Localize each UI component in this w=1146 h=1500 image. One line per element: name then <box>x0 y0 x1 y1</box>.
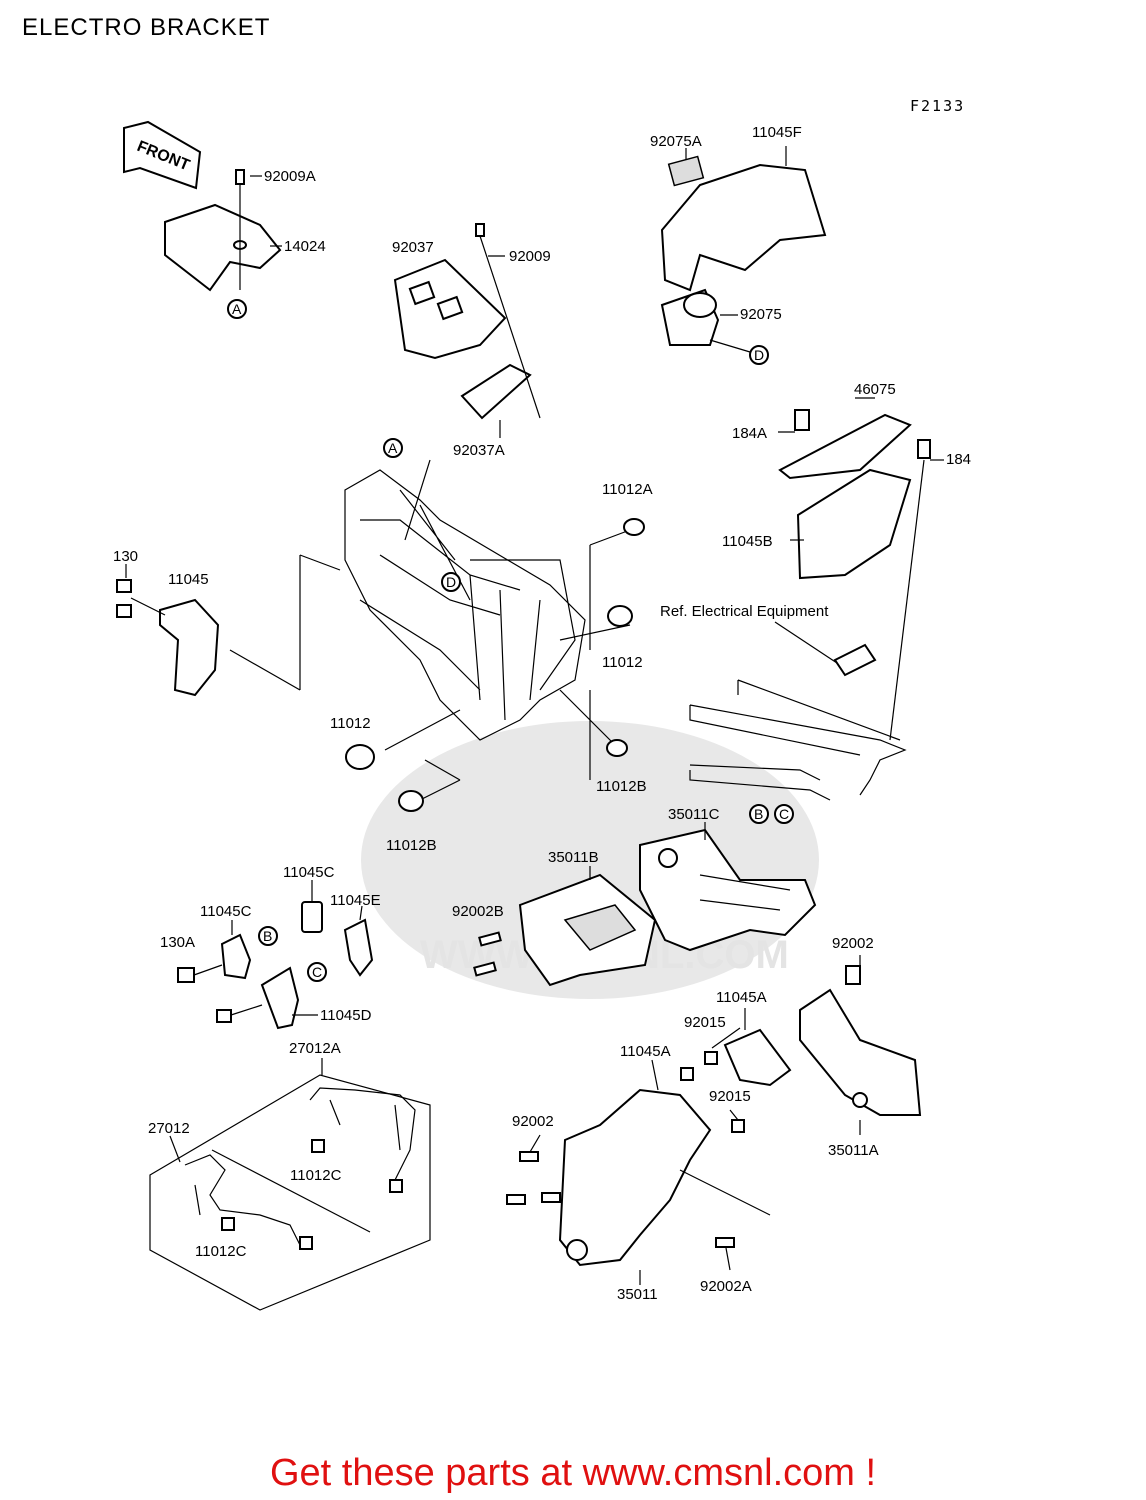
part-35011C <box>639 822 817 952</box>
ref-mark-d-2: D <box>446 574 456 590</box>
label-11012-right: 11012 <box>602 654 643 671</box>
label-35011A: 35011A <box>828 1142 879 1159</box>
label-27012: 27012 <box>148 1120 190 1137</box>
label-11012C-bottom: 11012C <box>195 1243 247 1260</box>
label-11045A-top: 11045A <box>716 989 767 1006</box>
label-35011B: 35011B <box>548 849 599 866</box>
label-11045: 11045 <box>168 571 209 588</box>
label-92075A: 92075A <box>650 133 702 150</box>
part-46075 <box>778 397 944 741</box>
figure-number: F2133 <box>910 97 965 115</box>
page-title: ELECTRO BRACKET <box>22 14 271 41</box>
label-92002A: 92002A <box>700 1278 752 1295</box>
label-35011: 35011 <box>617 1286 658 1303</box>
label-92009A: 92009A <box>264 168 316 185</box>
ref-mark-a-1: A <box>232 301 242 317</box>
footer-link-text[interactable]: Get these parts at www.cmsnl.com ! <box>269 1452 877 1494</box>
front-arrow: FRONT <box>123 120 202 190</box>
parts-diagram: WWW.CMSNL.COM F2133 FRONT 92009A 14024 9… <box>113 97 971 1311</box>
reference-marks: A A D D B C B C <box>227 299 794 982</box>
part-11045 <box>116 564 220 697</box>
subframe <box>689 621 907 801</box>
label-11045C-left: 11045C <box>200 903 252 920</box>
label-92002-mid: 92002 <box>512 1113 554 1130</box>
reference-note: Ref. Electrical Equipment <box>660 603 829 620</box>
label-92002B: 92002B <box>452 903 504 920</box>
label-92037A: 92037A <box>453 442 505 459</box>
label-130A: 130A <box>160 934 195 951</box>
part-11045F <box>660 146 827 353</box>
label-184A: 184A <box>732 425 767 442</box>
label-92002-right: 92002 <box>832 935 874 952</box>
label-11012-left: 11012 <box>330 715 371 732</box>
ref-mark-d-1: D <box>754 347 764 363</box>
label-11012B-right: 11012B <box>596 778 647 795</box>
ref-mark-b-1: B <box>754 806 763 822</box>
label-11045C-top: 11045C <box>283 864 335 881</box>
label-92037: 92037 <box>392 239 434 256</box>
label-11012C-top: 11012C <box>290 1167 342 1184</box>
part-35011 <box>506 955 922 1285</box>
label-92009: 92009 <box>509 248 551 265</box>
label-11045D: 11045D <box>320 1007 372 1024</box>
label-11045A-mid: 11045A <box>620 1043 671 1060</box>
label-11045E: 11045E <box>330 892 381 909</box>
part-92037 <box>393 223 541 438</box>
label-27012A: 27012A <box>289 1040 341 1057</box>
ref-mark-b-2: B <box>263 928 272 944</box>
main-frame <box>229 459 631 801</box>
ref-mark-a-2: A <box>388 440 398 456</box>
ref-mark-c-2: C <box>312 964 322 980</box>
label-11045F: 11045F <box>752 124 802 141</box>
label-14024: 14024 <box>284 238 326 255</box>
label-130: 130 <box>113 548 138 565</box>
label-11012A: 11012A <box>602 481 653 498</box>
label-35011C: 35011C <box>668 806 720 823</box>
label-11045B: 11045B <box>722 533 773 550</box>
label-92015-mid: 92015 <box>709 1088 751 1105</box>
grommets-11012 <box>345 518 645 812</box>
label-92075: 92075 <box>740 306 782 323</box>
label-11012B-left: 11012B <box>386 837 437 854</box>
small-brackets <box>177 880 374 1030</box>
part-35011B <box>473 866 657 987</box>
label-46075: 46075 <box>854 381 896 398</box>
label-184: 184 <box>946 451 971 468</box>
part-27012 <box>149 1058 431 1311</box>
ref-mark-c-1: C <box>779 806 789 822</box>
part-14024 <box>164 169 282 292</box>
label-92015-top: 92015 <box>684 1014 726 1031</box>
